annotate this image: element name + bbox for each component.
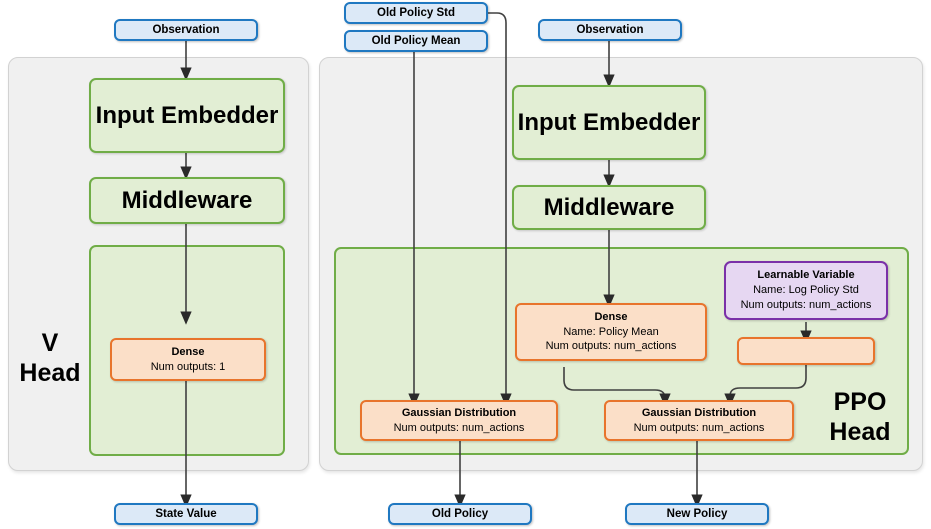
input-observation-ppo[interactable]: Observation: [538, 19, 682, 41]
ppo-head-gaussian-old[interactable]: Gaussian Distribution Num outputs: num_a…: [360, 400, 558, 441]
output-new-policy[interactable]: New Policy: [625, 503, 769, 525]
ppo-head-gaussian-new[interactable]: Gaussian Distribution Num outputs: num_a…: [604, 400, 794, 441]
input-observation-v[interactable]: Observation: [114, 19, 258, 41]
ppo-head-dense-policy-mean[interactable]: Dense Name: Policy Mean Num outputs: num…: [515, 303, 707, 361]
ppo-head-exponetiate[interactable]: [737, 337, 875, 365]
input-observation-v-label: Observation: [152, 23, 220, 36]
ppo-head-learnable-variable[interactable]: Learnable Variable Name: Log Policy Std …: [724, 261, 888, 320]
output-new-policy-label: New Policy: [666, 507, 728, 520]
learnable-variable-name: Name: Log Policy Std: [753, 284, 859, 297]
ppo-head-dense-name: Name: Policy Mean: [563, 325, 659, 338]
ppo-head-dense-num-outputs: Num outputs: num_actions: [545, 340, 677, 353]
input-old-policy-std-label: Old Policy Std: [377, 6, 455, 19]
ppo-head-label: PPO Head: [829, 388, 891, 446]
ppo-head-input-embedder-label: Input Embedder: [517, 108, 701, 136]
learnable-variable-num-outputs: Num outputs: num_actions: [740, 298, 872, 311]
v-head-label: V Head: [19, 329, 81, 387]
gaussian-new-title: Gaussian Distribution: [641, 406, 757, 419]
learnable-variable-title: Learnable Variable: [757, 269, 855, 282]
output-state-value-label: State Value: [155, 507, 217, 520]
v-head-middleware[interactable]: Middleware: [89, 177, 285, 224]
output-old-policy-label: Old Policy: [431, 507, 489, 520]
v-head-dense-title: Dense: [171, 345, 205, 358]
input-old-policy-mean[interactable]: Old Policy Mean: [344, 30, 488, 52]
v-head-dense[interactable]: Dense Num outputs: 1: [110, 338, 266, 381]
ppo-head-middleware[interactable]: Middleware: [512, 185, 706, 230]
input-old-policy-mean-label: Old Policy Mean: [371, 34, 461, 47]
v-head-dense-num-outputs: Num outputs: 1: [150, 360, 226, 373]
output-old-policy[interactable]: Old Policy: [388, 503, 532, 525]
input-observation-ppo-label: Observation: [576, 23, 644, 36]
input-old-policy-std[interactable]: Old Policy Std: [344, 2, 488, 24]
v-head-input-embedder[interactable]: Input Embedder: [89, 78, 285, 153]
v-head-middleware-label: Middleware: [121, 186, 253, 214]
ppo-head-input-embedder[interactable]: Input Embedder: [512, 85, 706, 160]
ppo-head-middleware-label: Middleware: [543, 193, 675, 221]
output-state-value[interactable]: State Value: [114, 503, 258, 525]
gaussian-old-title: Gaussian Distribution: [401, 406, 517, 419]
ppo-head-dense-title: Dense: [594, 310, 628, 323]
v-head-input-embedder-label: Input Embedder: [95, 101, 279, 129]
gaussian-old-num-outputs: Num outputs: num_actions: [393, 421, 525, 434]
gaussian-new-num-outputs: Num outputs: num_actions: [633, 421, 765, 434]
